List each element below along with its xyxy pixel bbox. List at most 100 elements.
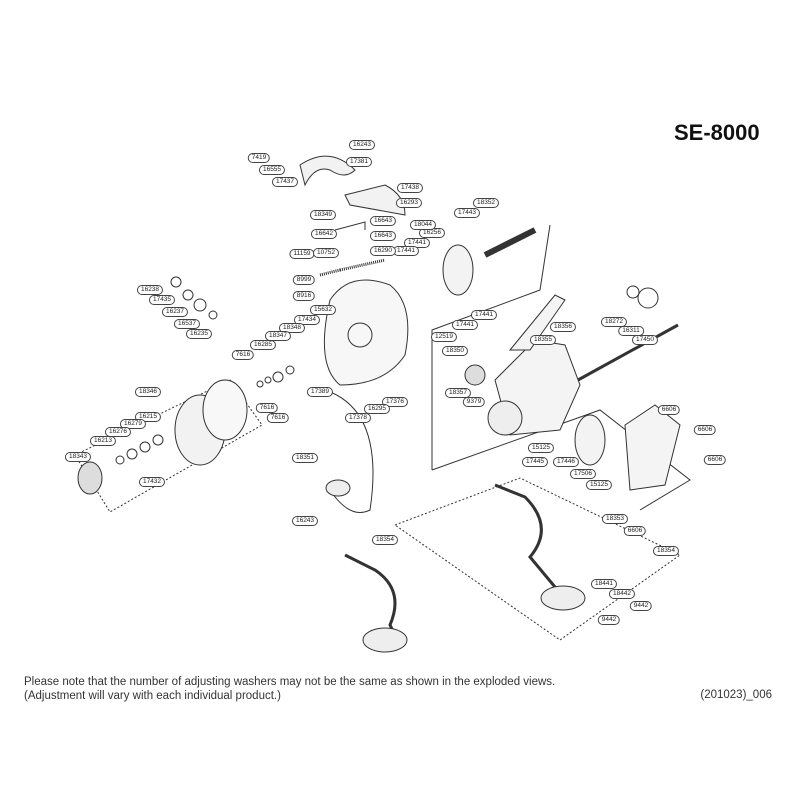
part-number-label: 6606 <box>693 425 717 435</box>
part-number-label: 18354 <box>652 546 680 556</box>
part-number-label: 18357 <box>444 388 472 398</box>
bail-wire-lever <box>334 221 366 231</box>
line-roller-arm <box>299 155 356 187</box>
spring <box>319 258 386 277</box>
part-number-label: 18343 <box>64 452 92 462</box>
part-number-label: 17378 <box>344 413 372 423</box>
part-number-label: 15632 <box>309 305 337 315</box>
part-number-label: 7419 <box>247 153 271 163</box>
part-number-label: 15125 <box>585 480 613 490</box>
part-number-label: 18441 <box>590 579 618 589</box>
part-number-label: 17506 <box>569 469 597 479</box>
oscillation-gear <box>464 364 486 386</box>
part-number-label: 10752 <box>312 248 340 258</box>
handle-knob-right <box>540 585 586 611</box>
bail-wire <box>324 389 374 513</box>
part-number-label: 9442 <box>629 601 653 611</box>
part-number-label: 6606 <box>657 405 681 415</box>
adjustment-note: Please note that the number of adjusting… <box>24 675 555 703</box>
handle-knob-left <box>362 627 408 653</box>
part-number-label: 16238 <box>136 285 164 295</box>
part-number-label: 9379 <box>462 397 486 407</box>
part-number-label: 18354 <box>371 535 399 545</box>
part-number-label: 8916 <box>292 291 316 301</box>
handle-left <box>344 553 402 646</box>
part-number-label: 6606 <box>623 526 647 536</box>
part-number-label: 9442 <box>597 615 621 625</box>
part-number-label: 16642 <box>310 229 338 239</box>
part-number-label: 17441 <box>451 320 479 330</box>
drive-gear <box>574 414 606 466</box>
part-number-label: 16235 <box>185 329 213 339</box>
part-number-label: 18351 <box>291 453 319 463</box>
part-number-label: 16243 <box>348 140 376 150</box>
part-number-label: 17437 <box>271 177 299 187</box>
part-number-label: 7616 <box>255 403 279 413</box>
rotor <box>323 279 409 386</box>
part-number-label: 12519 <box>430 332 458 342</box>
rotor-hub <box>347 322 373 348</box>
part-number-label: 17376 <box>381 397 409 407</box>
spool-rear <box>202 379 248 441</box>
part-number-label: 18347 <box>264 331 292 341</box>
part-number-label: 7616 <box>231 350 255 360</box>
document-code: (201023)_006 <box>700 689 772 701</box>
part-number-label: 18349 <box>309 210 337 220</box>
part-number-label: 17441 <box>392 246 420 256</box>
part-number-label: 16537 <box>173 319 201 329</box>
part-number-label: 17450 <box>631 335 659 345</box>
part-number-label: 17432 <box>138 477 166 487</box>
part-number-label: 8999 <box>292 275 316 285</box>
body-front-ring <box>487 400 523 436</box>
pinion-gear <box>483 227 537 258</box>
part-number-label: 16237 <box>161 307 189 317</box>
note-line-1: Please note that the number of adjusting… <box>24 676 556 688</box>
part-number-label: 16215 <box>134 412 162 422</box>
part-number-label: 18352 <box>472 198 500 208</box>
part-number-label: 18356 <box>549 322 577 332</box>
part-number-label: 17434 <box>293 315 321 325</box>
main-shaft <box>577 323 679 382</box>
part-number-label: 16295 <box>363 404 391 414</box>
part-number-label: 16243 <box>291 516 319 526</box>
part-number-label: 17443 <box>453 208 481 218</box>
gear-18272 <box>626 285 640 299</box>
gear-16311 <box>637 287 659 309</box>
model-title: SE-8000 <box>674 120 760 145</box>
handle-group-outline <box>393 477 681 641</box>
part-number-label: 16311 <box>618 326 644 336</box>
part-number-label: 17438 <box>396 183 424 193</box>
part-number-label: 16285 <box>249 340 277 350</box>
part-number-label: 17445 <box>521 457 549 467</box>
part-number-label: 18044 <box>409 220 437 230</box>
part-number-label: 18442 <box>608 589 636 599</box>
handle-right <box>494 483 557 588</box>
line-roller <box>325 479 351 497</box>
part-number-label: 17389 <box>306 387 334 397</box>
part-number-label: 17381 <box>345 157 373 167</box>
note-line-2: (Adjustment will vary with each individu… <box>24 690 281 702</box>
drag-knob <box>77 461 103 495</box>
part-number-label: 18355 <box>529 335 557 345</box>
pinion-plate <box>442 244 474 296</box>
part-number-label: 18346 <box>134 387 162 397</box>
part-number-label: 16555 <box>258 165 286 175</box>
part-number-label: 15125 <box>527 443 555 453</box>
part-number-label: 18348 <box>278 323 306 333</box>
part-number-label: 17441 <box>470 310 498 320</box>
reel-foot <box>508 294 566 351</box>
part-number-label: 18353 <box>601 514 629 524</box>
part-number-label: 18272 <box>600 317 628 327</box>
part-number-label: 16643 <box>369 231 397 241</box>
side-cover <box>624 404 681 491</box>
spool-group-outline <box>74 379 263 513</box>
part-number-label: 16290 <box>369 246 397 256</box>
part-number-label: 16276 <box>104 427 132 437</box>
part-number-label: 16213 <box>89 436 117 446</box>
part-number-label: 16293 <box>395 198 423 208</box>
part-number-label: 11159 <box>289 249 315 259</box>
part-number-label: 16279 <box>119 419 147 429</box>
part-number-label: 7616 <box>266 413 290 423</box>
part-number-label: 16643 <box>369 216 397 226</box>
